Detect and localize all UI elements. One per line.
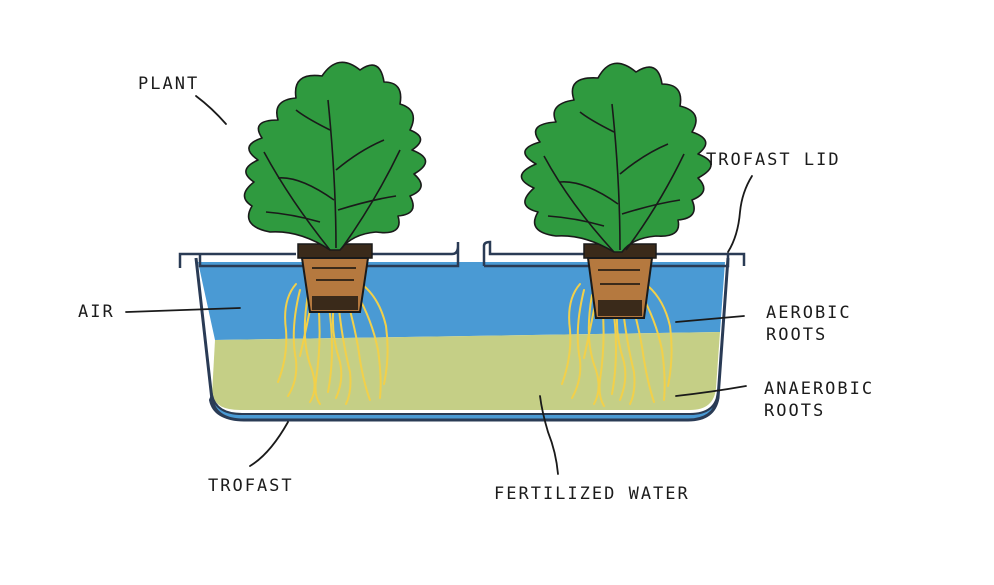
- plant-2-foliage: [520, 62, 712, 253]
- plant-1-foliage: [243, 61, 427, 251]
- label-anaerobic-line-1: ANAEROBIC: [764, 379, 875, 399]
- leader-trofast: [249, 421, 289, 467]
- leader-lid: [727, 175, 753, 253]
- label-trofast-lid: TROFAST LID: [706, 150, 841, 170]
- label-aerobic-roots: AEROBIC ROOTS: [766, 302, 852, 346]
- leader-lines: [125, 95, 753, 475]
- leader-anaerobic: [675, 385, 747, 397]
- label-anaerobic-roots: ANAEROBIC ROOTS: [764, 378, 874, 422]
- net-pot-1: [297, 243, 373, 313]
- leader-plant: [195, 95, 227, 125]
- label-air: AIR: [78, 302, 115, 322]
- label-aerobic-line-2: ROOTS: [766, 325, 828, 345]
- leader-aerobic: [675, 315, 745, 323]
- leader-fertilized: [539, 395, 559, 475]
- roots-plant-1: [277, 283, 389, 405]
- leader-air: [125, 307, 241, 313]
- water-region: [212, 332, 720, 410]
- label-anaerobic-line-2: ROOTS: [764, 401, 826, 421]
- label-plant: PLANT: [138, 74, 200, 94]
- label-fertilized-water: FERTILIZED WATER: [494, 484, 690, 504]
- net-pot-2: [583, 243, 657, 319]
- container-outline: [194, 257, 730, 422]
- lid-right: [482, 240, 746, 268]
- label-aerobic-line-1: AEROBIC: [766, 303, 852, 323]
- label-trofast: TROFAST: [208, 476, 294, 496]
